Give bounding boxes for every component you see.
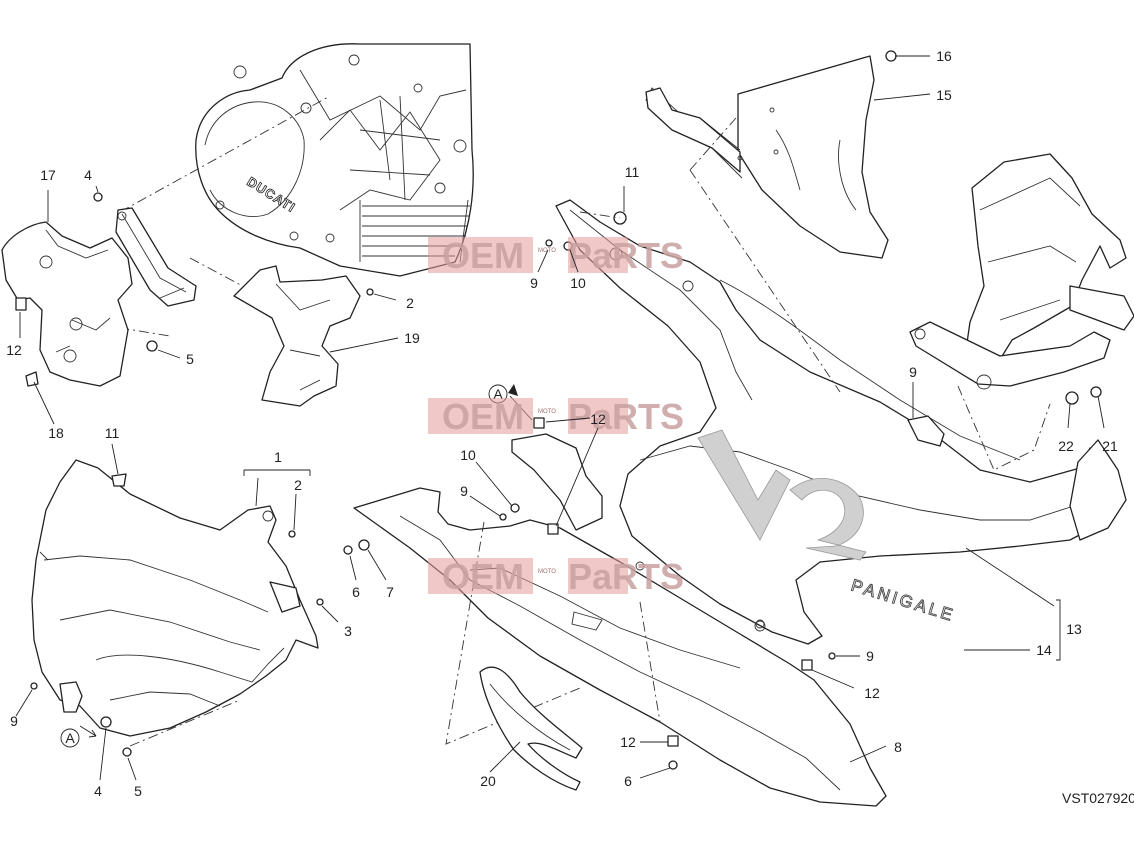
part-15-fairing-panel xyxy=(645,55,889,259)
part-right-bracket-assembly xyxy=(909,153,1134,390)
callout-9: 9 xyxy=(909,364,917,380)
svg-text:MOTO: MOTO xyxy=(538,569,556,575)
callout-4: 4 xyxy=(94,783,102,799)
screw-2-lower xyxy=(288,530,296,538)
screw-9-mid xyxy=(499,513,507,521)
watermark: OEM MOTO PaRTS xyxy=(428,396,684,437)
leader-lines xyxy=(15,55,1105,781)
assembly-line xyxy=(579,211,621,219)
v2-badge-graphic xyxy=(697,429,791,541)
drawing-code: VST027920 xyxy=(1062,790,1134,806)
callout-16: 16 xyxy=(936,48,952,64)
callout-21: 21 xyxy=(1102,438,1118,454)
clip-12-bottom xyxy=(667,735,679,747)
part-17-side-cover xyxy=(1,221,133,387)
callout-11: 11 xyxy=(625,164,640,180)
callout-11: 11 xyxy=(105,425,120,441)
bracket-17 xyxy=(115,207,197,307)
callout-12: 12 xyxy=(6,342,22,358)
callout-6: 6 xyxy=(624,773,632,789)
svg-text:OEM: OEM xyxy=(442,235,524,276)
svg-text:MOTO: MOTO xyxy=(538,409,556,415)
part-20-insulation xyxy=(479,666,583,791)
callout-4: 4 xyxy=(84,167,92,183)
svg-text:PaRTS: PaRTS xyxy=(568,235,684,276)
callout-2: 2 xyxy=(406,295,414,311)
engine-illustration: DUCATI xyxy=(195,43,474,277)
nut-5-lower xyxy=(122,747,132,757)
assembly-line xyxy=(639,601,661,723)
nut-4-upper xyxy=(93,192,103,202)
part-19-heat-shield xyxy=(233,265,361,407)
callout-12: 12 xyxy=(864,685,880,701)
washer-10-mid xyxy=(510,503,520,513)
callout-10: 10 xyxy=(460,447,476,463)
callout-17: 17 xyxy=(40,167,56,183)
assembly-line xyxy=(957,385,1051,471)
section-a-marker-lower: A xyxy=(60,725,97,748)
screw-6-bottom xyxy=(668,760,678,770)
screw-9-lower xyxy=(828,652,836,660)
callout-5: 5 xyxy=(186,351,194,367)
nut-5-upper xyxy=(146,340,158,352)
watermark: OEM MOTO PaRTS xyxy=(428,556,684,597)
part-1-left-fairing xyxy=(31,459,319,737)
clip-12-lower-right xyxy=(801,659,813,671)
fastener-16 xyxy=(885,50,897,62)
callout-9: 9 xyxy=(866,648,874,664)
callout-18: 18 xyxy=(48,425,64,441)
callout-12: 12 xyxy=(620,734,636,750)
clip-12-upper xyxy=(533,417,545,429)
callout-10: 10 xyxy=(570,275,586,291)
callout-1: 1 xyxy=(274,449,282,465)
svg-text:OEM: OEM xyxy=(442,556,524,597)
callout-13: 13 xyxy=(1066,621,1082,637)
callout-9: 9 xyxy=(460,483,468,499)
callout-22: 22 xyxy=(1058,438,1074,454)
washer-7 xyxy=(358,539,370,551)
callout-5: 5 xyxy=(134,783,142,799)
callout-12: 12 xyxy=(590,411,606,427)
clip-12-mid xyxy=(547,523,559,535)
screw-2-upper xyxy=(366,288,374,296)
screw-6-left xyxy=(343,545,353,555)
callout-14: 14 xyxy=(1036,642,1052,658)
watermark: OEM MOTO PaRTS xyxy=(428,235,684,276)
panigale-decal: PANIGALE xyxy=(849,576,958,626)
svg-text:PaRTS: PaRTS xyxy=(568,556,684,597)
assembly-line xyxy=(689,117,737,171)
screw-9-top xyxy=(545,239,553,247)
assembly-line xyxy=(445,521,581,745)
assembly-line xyxy=(689,169,841,393)
svg-text:A: A xyxy=(493,386,503,402)
callout-8: 8 xyxy=(894,739,902,755)
callout-2: 2 xyxy=(294,477,302,493)
clip-9-right xyxy=(907,415,945,447)
callout-7: 7 xyxy=(386,584,394,600)
washer-21 xyxy=(1090,386,1102,398)
svg-text:A: A xyxy=(65,730,75,746)
screw-9-left xyxy=(30,682,38,690)
clip-12-left xyxy=(15,297,27,311)
nut-22 xyxy=(1065,391,1079,405)
callout-6: 6 xyxy=(352,584,360,600)
callout-labels: 16 15 11 9 10 17 4 2 19 12 5 18 9 22 21 … xyxy=(6,48,1118,799)
callout-15: 15 xyxy=(936,87,952,103)
callout-9: 9 xyxy=(10,713,18,729)
nut-11-left xyxy=(111,473,127,487)
callout-9: 9 xyxy=(530,275,538,291)
screw-3 xyxy=(316,598,324,606)
callout-3: 3 xyxy=(344,623,352,639)
svg-text:OEM: OEM xyxy=(442,396,524,437)
callout-20: 20 xyxy=(480,773,496,789)
nut-4-lower xyxy=(100,716,112,728)
svg-text:PaRTS: PaRTS xyxy=(568,396,684,437)
plug-18 xyxy=(25,371,39,387)
v2-badge-graphic-2 xyxy=(789,478,867,561)
callout-19: 19 xyxy=(404,330,420,346)
